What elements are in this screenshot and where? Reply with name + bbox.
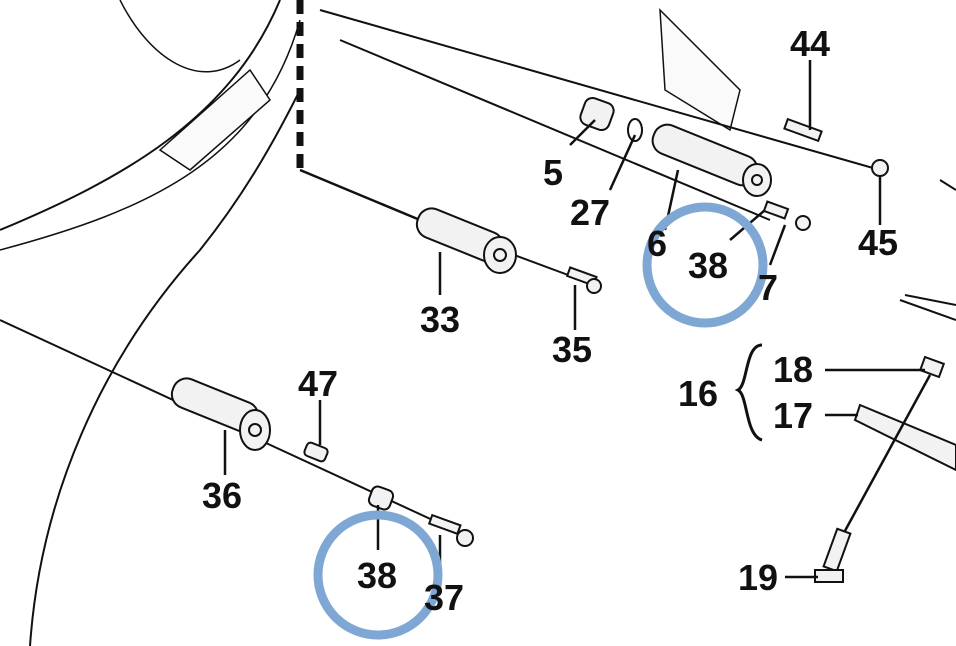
part-label-5: 5 <box>543 152 563 193</box>
lower-rod-assembly <box>0 319 474 547</box>
part-label-7: 7 <box>758 267 778 308</box>
part-label-16: 16 <box>678 373 718 414</box>
part-label-36: 36 <box>202 475 242 516</box>
part-label-37: 37 <box>424 577 464 618</box>
part-label-6: 6 <box>647 223 667 264</box>
part-label-38-lower: 38 <box>357 555 397 596</box>
part-label-38-upper: 38 <box>688 245 728 286</box>
part-label-33: 33 <box>420 299 460 340</box>
highlight-ring-38-upper <box>642 202 768 328</box>
part-label-19: 19 <box>738 557 778 598</box>
part-label-45: 45 <box>858 222 898 263</box>
part-label-18: 18 <box>773 349 813 390</box>
highlight-ring-38-lower <box>313 510 443 640</box>
part-label-35: 35 <box>552 329 592 370</box>
part-label-27: 27 <box>570 192 610 233</box>
part-label-17: 17 <box>773 395 813 436</box>
part-label-44: 44 <box>790 23 830 64</box>
middle-rod-assembly <box>415 207 602 294</box>
part-label-47: 47 <box>298 363 338 404</box>
upper-rod-assembly <box>319 9 889 231</box>
handle-parts <box>734 343 956 583</box>
